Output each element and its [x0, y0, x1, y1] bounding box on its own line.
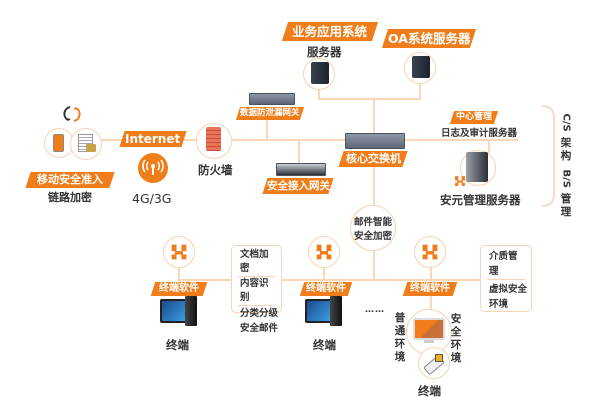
- normal-environment-label: 普 通 环 境: [394, 312, 406, 363]
- dlp-gateway-tag: 数据防泄漏网关: [235, 107, 305, 120]
- feature-box-encryption: 文档加密 内容识别 分类分级 安全邮件: [231, 245, 282, 334]
- line-access-up: [298, 139, 300, 165]
- terminal-label-1: 终端: [166, 338, 189, 352]
- sync-icon: [63, 106, 81, 122]
- feature-classification: 分类分级: [240, 308, 279, 319]
- line-mgmt-down: [488, 139, 490, 153]
- phone-icon: [53, 134, 64, 152]
- line-mail-down: [373, 246, 375, 280]
- core-switch-tag: 核心交换机: [338, 151, 408, 167]
- desktop-tower-icon: [330, 296, 342, 326]
- bs-management-label: B/S 管 理: [560, 169, 572, 219]
- feature-box-media: 介质管理 虚拟安全 环境: [480, 245, 532, 312]
- business-system-tag: 业务应用系统: [281, 22, 379, 41]
- line-core-up: [373, 98, 375, 134]
- feature-media-management: 介质管理: [487, 249, 525, 280]
- firewall-icon: [206, 127, 221, 151]
- usb-lock-icon: [435, 354, 443, 362]
- feature-virtual-secure: 虚拟安全: [489, 284, 528, 295]
- anyuan-logo-icon: [422, 244, 438, 260]
- access-gateway-tag: 安全接入网关: [262, 178, 334, 194]
- wireless-signal-icon: [142, 159, 164, 175]
- anyuan-logo-icon: [455, 176, 465, 186]
- firewall-label: 防火墙: [198, 163, 233, 177]
- mail-encryption-line-1: 邮件智能: [354, 217, 393, 228]
- line-term3-up: [430, 266, 432, 280]
- line-oa-server-down: [419, 83, 421, 100]
- mail-encryption-node: [350, 205, 396, 251]
- management-server-icon: [466, 152, 488, 182]
- line-dlp-down: [266, 117, 268, 140]
- business-server-label: 服务器: [307, 45, 342, 59]
- mobile-access-tag: 移动安全准入: [25, 172, 115, 188]
- feature-doc-encryption: 文档加密: [238, 248, 275, 277]
- line-core-down: [373, 160, 375, 210]
- oa-server-tag: OA系统服务器: [381, 29, 477, 48]
- feature-content-recognition: 内容识别: [238, 277, 275, 306]
- terminal-label-3: 终端: [418, 384, 441, 398]
- terminal-label-2: 终端: [313, 338, 336, 352]
- terminal-software-tag-1: 终端软件: [150, 282, 208, 296]
- link-encryption-label: 链路加密: [48, 191, 92, 204]
- core-switch-icon: [345, 133, 405, 149]
- feature-secure-mail: 安全邮件: [240, 323, 279, 334]
- line-bottom-horizontal: [178, 279, 488, 281]
- line-term3-down: [430, 292, 432, 312]
- lock-icon: [86, 144, 96, 152]
- cs-bs-bracket: [541, 105, 555, 207]
- monitor-stand: [424, 340, 434, 343]
- line-term2-up: [323, 266, 325, 280]
- terminal-software-tag-3: 终端软件: [402, 282, 458, 296]
- terminal-software-tag-2: 终端软件: [299, 282, 353, 296]
- anyuan-logo-icon: [316, 244, 332, 260]
- oa-server-icon: [412, 56, 430, 78]
- access-gateway-icon: [276, 163, 326, 176]
- internet-tag: Internet: [119, 131, 187, 147]
- anyuan-logo-icon: [171, 244, 187, 260]
- desktop-tower-icon: [185, 296, 197, 326]
- secure-monitor-icon: [413, 318, 445, 340]
- mail-encryption-line-2: 安全加密: [354, 231, 393, 242]
- dlp-gateway-icon: [249, 93, 295, 105]
- log-audit-server-label: 日志及审计服务器: [441, 128, 518, 139]
- line-term1-up: [178, 266, 180, 280]
- more-terminals-ellipsis: ……: [365, 305, 385, 315]
- cs-architecture-label: C/S 架 构: [560, 113, 572, 163]
- anyuan-management-server-label: 安元管理服务器: [440, 193, 521, 207]
- business-server-icon: [311, 62, 329, 84]
- line-top-servers: [318, 98, 420, 100]
- center-management-tag: 中心管理: [449, 111, 499, 124]
- secure-environment-label: 安 全 环 境: [450, 313, 462, 364]
- line-biz-server-down: [318, 88, 320, 100]
- feature-environment: 环境: [489, 299, 509, 310]
- network-type-label: 4G/3G: [132, 191, 172, 206]
